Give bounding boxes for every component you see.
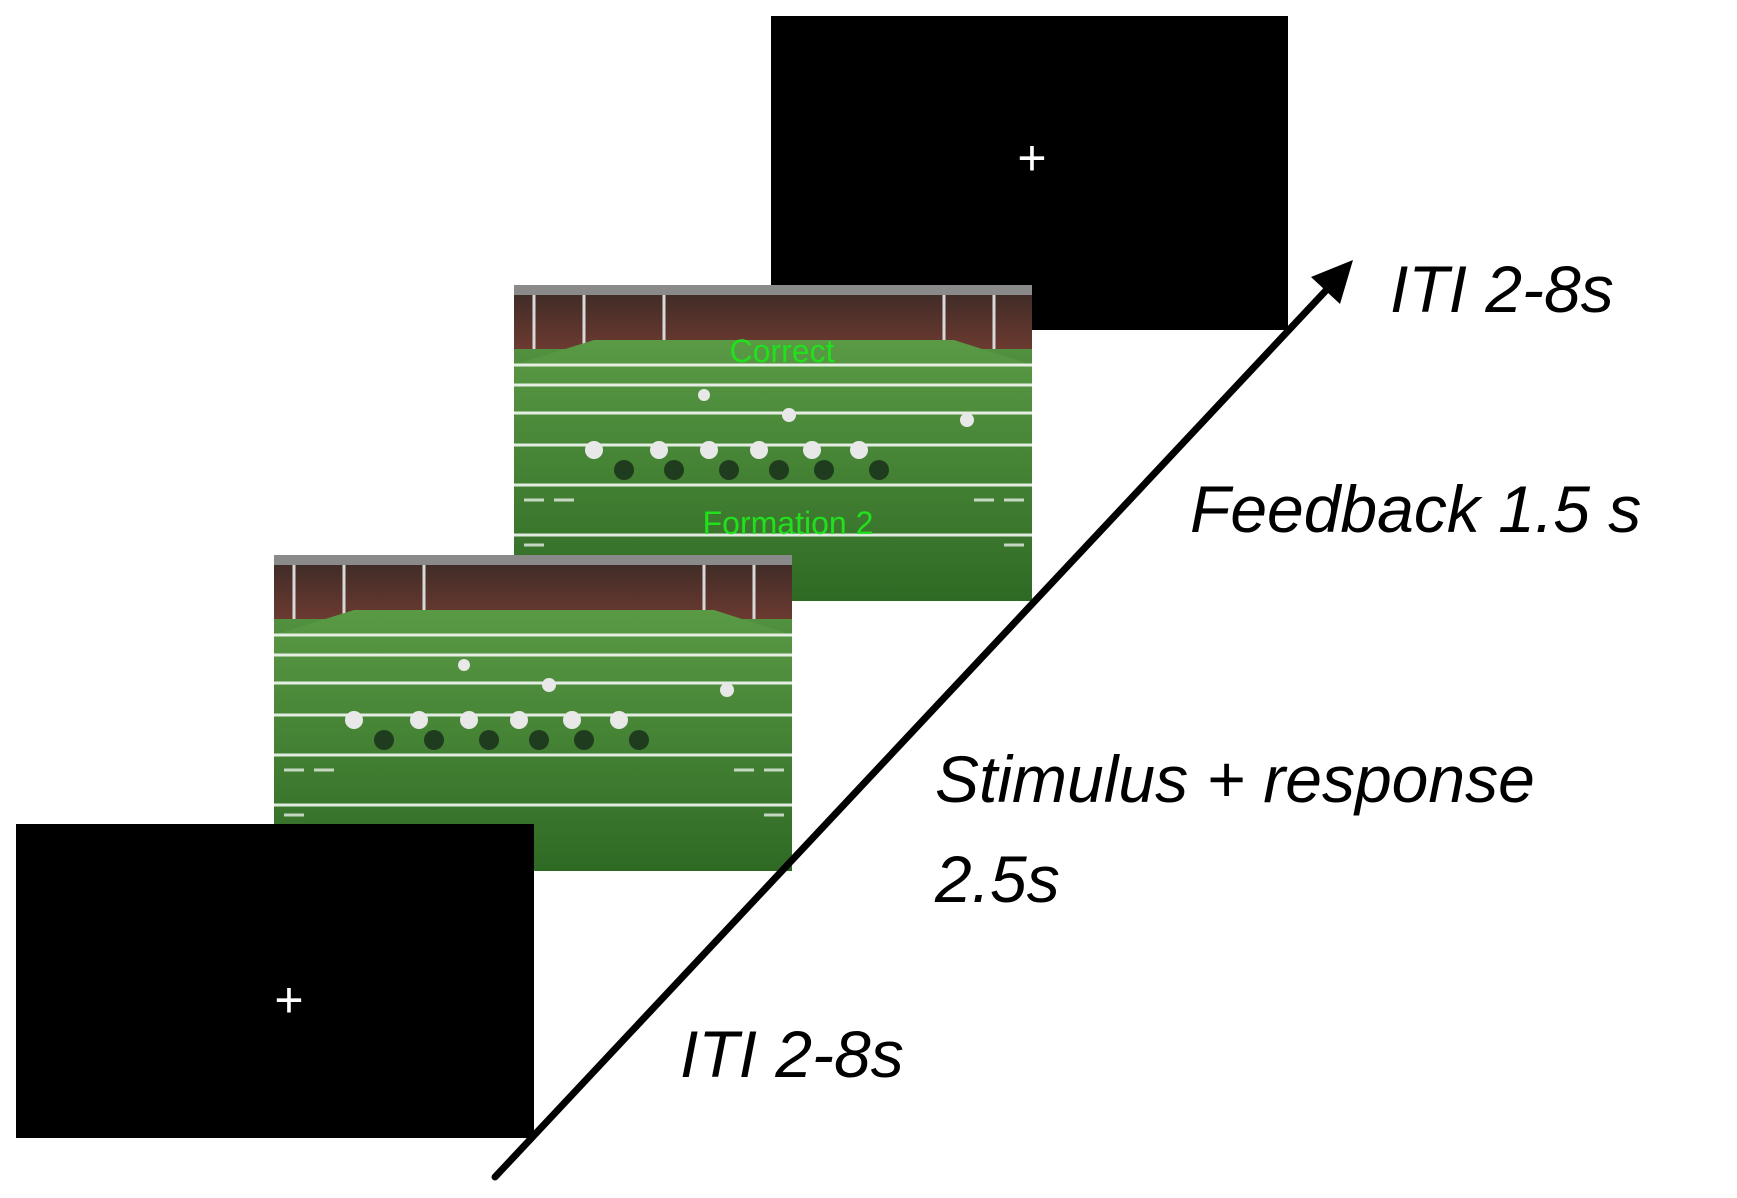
- label-stimulus-line2: 2.5s: [935, 842, 1060, 916]
- football-field-image: [514, 285, 1032, 601]
- label-stimulus-line1: Stimulus + response: [935, 742, 1535, 816]
- stimulus-screen: [274, 555, 792, 871]
- feedback-formation-text: Formation 2: [702, 505, 874, 541]
- arrowhead-icon: [1311, 260, 1353, 304]
- label-iti-first: ITI 2-8s: [680, 1017, 904, 1091]
- label-feedback: Feedback 1.5 s: [1190, 472, 1642, 546]
- label-iti-last: ITI 2-8s: [1390, 252, 1614, 326]
- feedback-result-text: Correct: [729, 333, 835, 369]
- fixation-cross: +: [1017, 130, 1047, 186]
- feedback-screen: Correct Formation 2: [514, 285, 1032, 601]
- fixation-cross: +: [274, 972, 304, 1028]
- football-field-image: [274, 555, 792, 871]
- iti-screen-last: +: [771, 16, 1288, 330]
- iti-screen-first: +: [16, 824, 534, 1138]
